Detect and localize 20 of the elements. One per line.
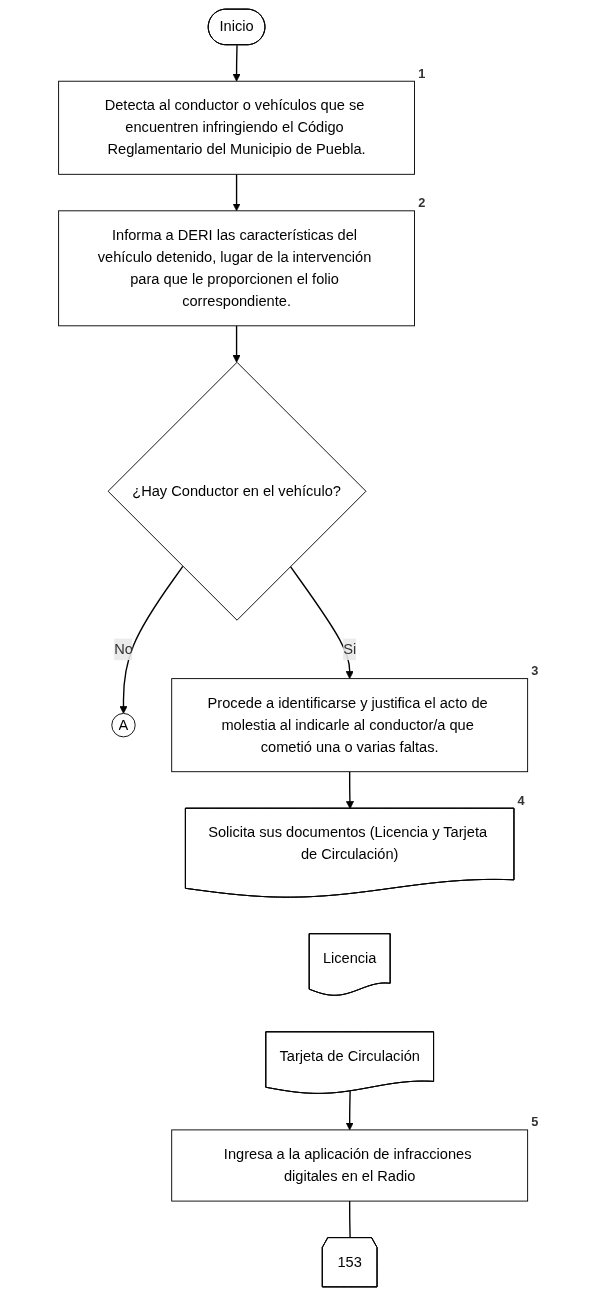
- arrow: [289, 565, 354, 679]
- step-number: 4: [517, 792, 525, 808]
- arrow: [232, 325, 241, 363]
- step-number: 1: [418, 65, 426, 81]
- arrow: [345, 1090, 354, 1131]
- node-circle: A: [111, 713, 136, 738]
- arrow: [232, 44, 241, 82]
- step-number: 3: [531, 662, 539, 678]
- node-box: Detecta al conductor o vehículos que se encuentren infringiendo el Código Reglamentario del Municipio de Puebla.: [58, 80, 415, 175]
- arrow: [232, 173, 241, 212]
- arrow: [119, 565, 184, 714]
- node-box: Ingresa a la aplicación de infracciones digitales en el Radio: [171, 1129, 529, 1202]
- step-number: 2: [418, 195, 426, 211]
- arrow: [345, 771, 354, 810]
- step-number: 5: [531, 1114, 539, 1130]
- node-box: Procede a identificarse y justifica el acto de molestia al indicarle al conductor/a que cometió una o varias faltas.: [171, 678, 529, 773]
- edge-label: Si: [343, 641, 357, 657]
- node-diamond: ¿Hay Conductor en el vehículo?: [107, 361, 367, 621]
- edge-label: No: [114, 641, 133, 657]
- node-box: Informa a DERI las características del vehículo detenido, lugar de la intervención para que le proporcionen el folio correspondiente.: [58, 210, 415, 327]
